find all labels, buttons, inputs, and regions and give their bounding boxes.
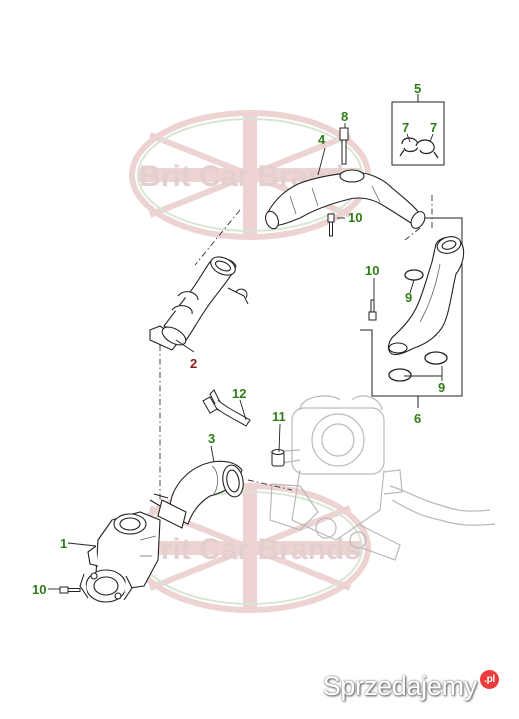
site-watermark-badge: .pl xyxy=(480,670,499,689)
callout-10b: 10 xyxy=(365,263,379,278)
part-8-bolt xyxy=(339,127,349,165)
callout-labels: 1 2 3 4 5 6 7 7 8 9 9 10 10 10 11 12 xyxy=(32,81,445,597)
part-4-upper-pipe xyxy=(265,169,426,230)
part-12-sensor xyxy=(202,389,251,427)
callout-1: 1 xyxy=(60,536,67,551)
callout-7b: 7 xyxy=(430,120,437,135)
part-3-hose xyxy=(149,460,244,529)
part-2-hose xyxy=(149,256,249,351)
part-10-bolt-left xyxy=(59,586,81,594)
engine-background xyxy=(269,395,496,561)
bracket-6 xyxy=(360,217,463,408)
callout-6: 6 xyxy=(414,411,421,426)
part-1-housing xyxy=(79,511,161,603)
watermark-text-bottom: Brit Car Brands xyxy=(139,533,361,566)
callout-10c: 10 xyxy=(32,582,46,597)
part-10-bolt-center xyxy=(327,213,335,237)
bracket-5 xyxy=(391,94,445,166)
callout-3: 3 xyxy=(208,431,215,446)
callout-7a: 7 xyxy=(402,120,409,135)
callout-2: 2 xyxy=(190,356,197,371)
callout-5: 5 xyxy=(414,81,421,96)
callout-9a: 9 xyxy=(405,290,412,305)
callout-10a: 10 xyxy=(348,210,362,225)
callout-leaders xyxy=(48,123,443,590)
part-6-housing xyxy=(387,236,465,356)
callout-4: 4 xyxy=(318,132,326,147)
part-10-bolt-right xyxy=(368,299,377,321)
part-7-clips xyxy=(399,137,439,159)
site-watermark-text: Sprzedajemy xyxy=(322,671,478,701)
callout-11: 11 xyxy=(272,409,286,424)
callout-12: 12 xyxy=(232,386,246,401)
part-11-fitting xyxy=(271,449,285,467)
site-watermark: Sprzedajemy .pl xyxy=(322,670,499,702)
callout-9b: 9 xyxy=(438,380,445,395)
callout-8: 8 xyxy=(341,109,348,124)
